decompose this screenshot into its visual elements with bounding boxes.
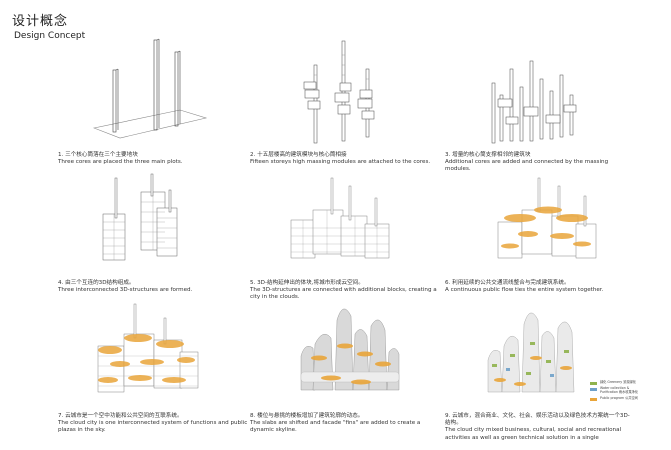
caption-4-en: Three interconnected 3D-structures are f… bbox=[58, 287, 193, 294]
caption-3-cn: 3. 增量的核心筒支撑相邻的建筑块 bbox=[445, 152, 531, 158]
diagram-panel-6 bbox=[492, 172, 602, 277]
diagram-panel-3 bbox=[480, 55, 590, 150]
caption-2-en: Fifteen storeys high massing modules are… bbox=[250, 159, 431, 166]
diagram-panel-8 bbox=[295, 298, 405, 406]
caption-5-en: The 3D-structures are connected with add… bbox=[250, 287, 437, 301]
caption-7-en: The cloud city is one interconnected sys… bbox=[58, 420, 248, 434]
legend-item-water: Water collection & Purification 雨水收集净化 bbox=[590, 386, 642, 395]
caption-1: 1. 三个核心筒落在三个主要地块 Three cores are placed … bbox=[58, 152, 248, 166]
diagram-panel-7 bbox=[90, 300, 205, 405]
diagram-panel-5 bbox=[285, 172, 400, 277]
page-subtitle: Design Concept bbox=[14, 31, 86, 41]
caption-8-cn: 8. 楼位与悬挑的楼板增加了建筑轮廓的动态。 bbox=[250, 413, 364, 419]
diagram-panel-1 bbox=[80, 30, 210, 150]
dynamic-skyline-illustration bbox=[300, 308, 400, 391]
caption-9: 9. 云城市，混合商业、文化、社会、娱乐活动以及绿色技术方案统一个3D-结构。 … bbox=[445, 413, 635, 442]
legend-item-public: Public program 公共空间 bbox=[590, 395, 642, 401]
caption-1-en: Three cores are placed the three main pl… bbox=[58, 159, 183, 166]
3d-structures-illustration bbox=[102, 173, 178, 261]
three-cores-illustration bbox=[92, 38, 208, 139]
caption-6: 6. 利用延续的公共交通流线整合与完成建筑系统。 A continuous pu… bbox=[445, 280, 635, 294]
caption-8: 8. 楼位与悬挑的楼板增加了建筑轮廓的动态。 The slabs are shi… bbox=[250, 413, 440, 435]
caption-2: 2. 十五层楼高的建筑模块与核心筒相接 Fifteen storeys high… bbox=[250, 152, 440, 166]
caption-2-cn: 2. 十五层楼高的建筑模块与核心筒相接 bbox=[250, 152, 347, 158]
additional-cores-illustration bbox=[491, 60, 577, 144]
diagram-panel-9 bbox=[480, 298, 588, 406]
legend-swatch-water bbox=[590, 388, 597, 391]
caption-1-cn: 1. 三个核心筒落在三个主要地块 bbox=[58, 152, 138, 158]
caption-9-en: The cloud city mixed business, cultural,… bbox=[445, 427, 622, 441]
legend-label-greenery: 绿化 Greenery 景观绿化 bbox=[600, 380, 636, 384]
massing-modules-illustration bbox=[303, 40, 375, 144]
legend-label-water: Water collection & Purification 雨水收集净化 bbox=[600, 386, 639, 394]
legend-item-greenery: 绿化 Greenery 景观绿化 bbox=[590, 380, 642, 385]
cloud-city-system-illustration bbox=[97, 303, 199, 393]
caption-3-en: Additional cores are added and connected… bbox=[445, 159, 609, 173]
public-flow-illustration bbox=[497, 177, 597, 259]
legend-swatch-public bbox=[590, 397, 597, 401]
diagram-panel-4 bbox=[95, 172, 190, 277]
caption-4: 4. 由三个互连的3D结构组成。 Three interconnected 3D… bbox=[58, 280, 248, 294]
mixed-cloud-city-illustration bbox=[487, 312, 575, 393]
caption-7: 7. 云城市是一个空中功能和公共空间的互联系统。 The cloud city … bbox=[58, 413, 248, 435]
caption-6-cn: 6. 利用延续的公共交通流线整合与完成建筑系统。 bbox=[445, 280, 570, 286]
page-title: 设计概念 bbox=[12, 14, 69, 29]
caption-7-cn: 7. 云城市是一个空中功能和公共空间的互联系统。 bbox=[58, 413, 183, 419]
diagram-panel-2 bbox=[290, 35, 400, 150]
caption-3: 3. 增量的核心筒支撑相邻的建筑块 Additional cores are a… bbox=[445, 152, 635, 174]
caption-9-cn: 9. 云城市，混合商业、文化、社会、娱乐活动以及绿色技术方案统一个3D-结构。 bbox=[445, 413, 630, 427]
connected-blocks-illustration bbox=[290, 177, 390, 259]
caption-5-cn: 5. 3D-结构延伸出的体块,将城市形成云空间。 bbox=[250, 280, 364, 286]
legend-swatch-greenery bbox=[590, 382, 597, 385]
legend: 绿化 Greenery 景观绿化 Water collection & Puri… bbox=[590, 380, 642, 403]
legend-label-public: Public program 公共空间 bbox=[600, 395, 638, 400]
caption-8-en: The slabs are shifted and facade "fins" … bbox=[250, 420, 421, 434]
caption-5: 5. 3D-结构延伸出的体块,将城市形成云空间。 The 3D-structur… bbox=[250, 280, 440, 302]
caption-6-en: A continuous public flow ties the entire… bbox=[445, 287, 604, 294]
caption-4-cn: 4. 由三个互连的3D结构组成。 bbox=[58, 280, 135, 286]
